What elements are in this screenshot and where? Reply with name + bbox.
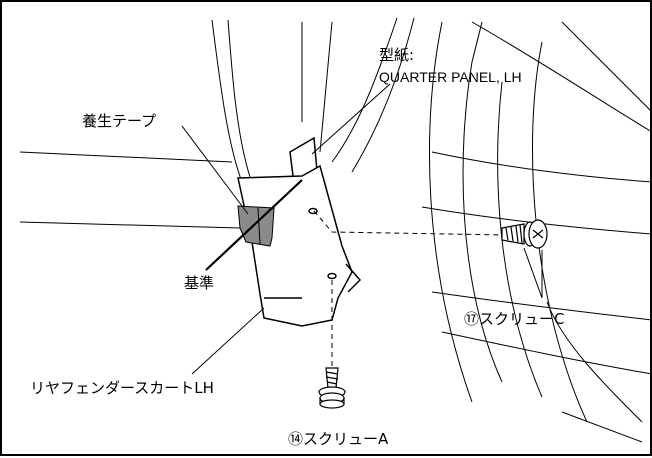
fender-arch-inner xyxy=(227,19,251,178)
label-template-en: QUARTER PANEL, LH xyxy=(379,69,522,85)
leader-tape xyxy=(181,125,249,215)
leader-mudguard xyxy=(191,307,265,375)
reference-line xyxy=(205,179,303,271)
leader-screw-c xyxy=(523,247,543,299)
screw-c-icon xyxy=(501,219,548,249)
screw-a-icon xyxy=(318,367,346,409)
tire-arcs xyxy=(421,21,652,443)
label-masking-tape: 養生テープ xyxy=(82,112,156,130)
leader-template xyxy=(311,83,391,155)
label-screw-c: ⑰スクリューC xyxy=(464,310,564,328)
label-mudguard: リヤフェンダースカートLH xyxy=(30,379,214,397)
alignment-lines xyxy=(313,210,508,368)
leader-lines xyxy=(181,83,543,375)
label-template-jp: 型紙: xyxy=(379,46,414,64)
mudguard-part xyxy=(237,164,362,327)
fender-arch-outer xyxy=(211,19,243,183)
label-reference: 基準 xyxy=(184,274,214,292)
screw-hole-a xyxy=(327,272,337,280)
label-screw-a: ⑭スクリューA xyxy=(288,430,389,448)
body-contour-lines xyxy=(19,17,415,229)
